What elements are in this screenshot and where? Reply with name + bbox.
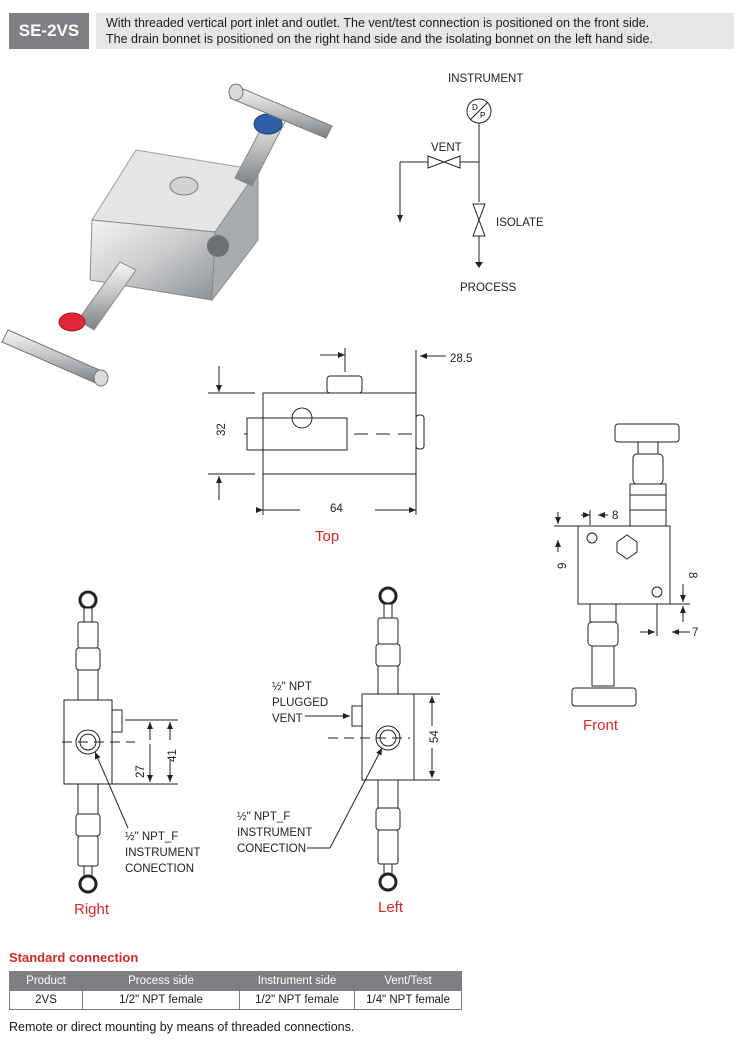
left-vent-callout-2: PLUGGED	[272, 697, 328, 709]
schematic-vent-label: VENT	[431, 142, 462, 154]
cell-process-side: 1/2" NPT female	[82, 990, 240, 1010]
header-process-side: Process side	[82, 971, 240, 991]
cell-instrument-side: 1/2" NPT female	[239, 990, 355, 1010]
front-view-drawing	[554, 423, 690, 707]
front-dim-c: 8	[686, 572, 698, 578]
footnote: Remote or direct mounting by means of th…	[9, 1020, 355, 1034]
right-callout-line-1: ½" NPT_F	[125, 831, 178, 843]
left-vent-callout-1: ½" NPT	[272, 681, 312, 693]
left-conn-callout-2: INSTRUMENT	[237, 827, 312, 839]
cell-vent-test: 1/4" NPT female	[354, 990, 462, 1010]
top-view-label: Top	[315, 528, 339, 545]
table-row: 2VS 1/2" NPT female 1/2" NPT female 1/4"…	[9, 990, 462, 1010]
header-instrument-side: Instrument side	[239, 971, 355, 991]
right-view-label: Right	[74, 901, 110, 918]
right-callout-line-2: INSTRUMENT	[125, 847, 200, 859]
left-dim-height: 54	[429, 730, 441, 743]
left-view-drawing	[305, 586, 440, 892]
description-line-1: With threaded vertical port inlet and ou…	[106, 16, 650, 30]
product-photo	[1, 83, 333, 387]
flow-schematic: INSTRUMENT D P VENT ISOLATE PROCESS	[397, 73, 544, 294]
schematic-instrument-label: INSTRUMENT	[448, 73, 523, 85]
left-conn-callout-3: CONECTION	[237, 843, 306, 855]
front-dim-a: 8	[612, 510, 618, 522]
table-header-row: Product Process side Instrument side Ven…	[9, 971, 462, 991]
right-dim-a: 27	[135, 765, 147, 778]
description-line-2: The drain bonnet is positioned on the ri…	[106, 32, 653, 46]
schematic-isolate-label: ISOLATE	[496, 217, 544, 229]
right-callout-line-3: CONECTION	[125, 863, 194, 875]
left-vent-callout-3: VENT	[272, 713, 303, 725]
header-product: Product	[9, 971, 83, 991]
top-dim-offset: 28.5	[450, 353, 472, 365]
description-box: With threaded vertical port inlet and ou…	[96, 13, 734, 49]
top-dim-height: 32	[216, 423, 228, 436]
standard-connection-table: Product Process side Instrument side Ven…	[9, 971, 462, 1010]
left-conn-callout-1: ½" NPT_F	[237, 811, 290, 823]
front-dim-d: 7	[692, 627, 698, 639]
left-view-label: Left	[378, 899, 404, 916]
model-code-badge: SE-2VS	[9, 13, 89, 49]
header-vent-test: Vent/Test	[354, 971, 462, 991]
right-view-drawing	[62, 590, 178, 894]
standard-connection-title: Standard connection	[9, 950, 139, 965]
top-view-drawing	[208, 348, 446, 515]
cell-product: 2VS	[9, 990, 83, 1010]
dp-label-d: D	[472, 103, 478, 112]
front-dim-b: 9	[557, 563, 569, 569]
dp-label-p: P	[480, 111, 485, 120]
front-view-label: Front	[583, 717, 619, 734]
schematic-process-label: PROCESS	[460, 282, 517, 294]
top-dim-width: 64	[330, 503, 343, 515]
right-dim-b: 41	[167, 749, 179, 762]
